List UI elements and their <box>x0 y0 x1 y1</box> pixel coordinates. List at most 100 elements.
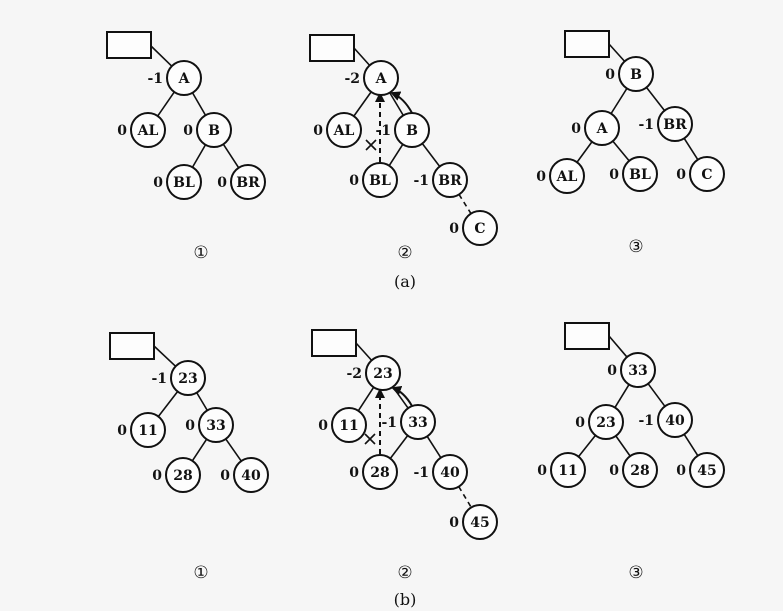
root-pointer-line <box>150 45 173 67</box>
node-circle <box>584 110 620 146</box>
node-circle <box>198 407 234 443</box>
node-circle <box>550 452 586 488</box>
node-label: A <box>178 71 191 87</box>
node-circle <box>657 402 693 438</box>
node-circle <box>549 158 585 194</box>
node-label: B <box>208 123 220 139</box>
tree-edge <box>421 143 441 167</box>
tree-edge <box>353 91 372 117</box>
balance-factor: -1 <box>375 123 391 139</box>
balance-factor: 0 <box>449 515 459 531</box>
node-circle <box>362 454 398 490</box>
tree-node: 23 -2 <box>346 355 401 391</box>
tree-node: B-1 <box>375 112 430 148</box>
tree-edge <box>647 383 666 407</box>
tree-node: B0 <box>605 56 654 92</box>
tree-node: 400 <box>220 457 269 493</box>
balance-factor: -1 <box>381 415 397 431</box>
tree-edge <box>191 144 207 168</box>
balance-factor: 0 <box>571 121 581 137</box>
rotation-arrow-curved <box>391 386 413 407</box>
tree-edge <box>389 435 409 459</box>
node-circle <box>394 112 430 148</box>
tree-node: 110 <box>318 407 367 443</box>
balance-factor: -1 <box>151 371 167 387</box>
node-label: 33 <box>408 415 427 431</box>
tree-edge <box>576 141 593 163</box>
caption-part-b: (b) <box>394 590 417 609</box>
tree-edge <box>191 92 207 116</box>
balance-factor: 0 <box>220 468 230 484</box>
balance-factor: 0 <box>217 175 227 191</box>
tree-node: BR 0 <box>217 164 266 200</box>
rotation-arrow-curved <box>390 91 413 114</box>
node-circle <box>230 164 266 200</box>
node-circle <box>362 162 398 198</box>
tree-edge <box>357 386 375 412</box>
balance-factor: -1 <box>638 413 654 429</box>
node-label: 40 <box>665 413 685 429</box>
node-circle <box>689 156 725 192</box>
node-circle <box>326 112 362 148</box>
node-circle <box>432 162 468 198</box>
root-pointer-line <box>608 335 628 358</box>
balance-factor: 0 <box>607 363 617 379</box>
node-label: 23 <box>373 366 392 382</box>
tree-edge <box>222 143 240 169</box>
node-label: 33 <box>206 418 225 434</box>
balance-factor: 0 <box>575 415 585 431</box>
tree-edge <box>577 434 597 458</box>
node-circle <box>233 457 269 493</box>
balance-factor: 0 <box>349 173 359 189</box>
balance-factor: -1 <box>413 465 429 481</box>
step-marker: ① <box>193 563 208 583</box>
balance-factor: -1 <box>147 71 163 87</box>
tree-node: AL0 <box>117 112 166 148</box>
balance-factor: -1 <box>638 117 654 133</box>
root-pointer-box <box>309 34 355 62</box>
balance-factor: -2 <box>346 366 362 382</box>
node-label: AL <box>137 123 159 139</box>
root-pointer-line <box>355 342 373 361</box>
node-label: 11 <box>558 463 577 479</box>
tree-edge <box>196 392 208 411</box>
cut-mark <box>364 433 376 445</box>
caption-part-a: (a) <box>394 272 416 291</box>
node-circle <box>588 404 624 440</box>
node-circle <box>620 352 656 388</box>
node-label: 23 <box>178 371 197 387</box>
tree-node: 33 -1 <box>381 404 436 440</box>
tree-edge <box>615 435 631 457</box>
tree-node: 330 <box>185 407 234 443</box>
tree-node: A -1 <box>147 60 202 96</box>
balance-factor: 0 <box>152 468 162 484</box>
node-circle <box>166 60 202 96</box>
balance-factor: 0 <box>537 463 547 479</box>
tree-node: 11 0 <box>537 452 586 488</box>
node-label: BL <box>369 173 391 189</box>
tree-edge <box>614 384 630 408</box>
root-pointer-box <box>564 30 610 58</box>
node-circle <box>331 407 367 443</box>
node-label: BR <box>438 173 462 189</box>
tree-node: BR -1 <box>413 162 468 198</box>
tree-edge <box>388 143 404 167</box>
node-label: 28 <box>630 463 649 479</box>
root-pointer-line <box>608 43 626 62</box>
balance-factor: 0 <box>676 463 686 479</box>
balance-factor: 0 <box>676 167 686 183</box>
root-pointer-line <box>153 345 177 367</box>
node-label: 33 <box>628 363 647 379</box>
tree-node: AL0 <box>313 112 362 148</box>
node-label: BR <box>236 175 260 191</box>
tree-node: BL 0 <box>349 162 398 198</box>
balance-factor: 0 <box>183 123 193 139</box>
tree-node: 110 <box>117 412 166 448</box>
tree-node: 23 -1 <box>151 360 206 396</box>
balance-factor: -1 <box>413 173 429 189</box>
